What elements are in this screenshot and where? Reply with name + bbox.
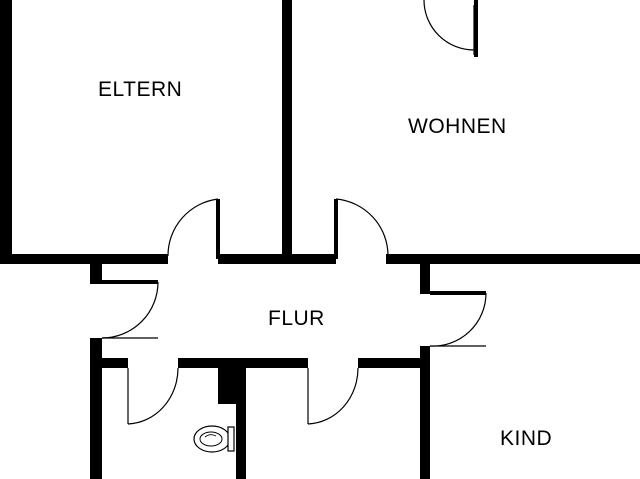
wall-hall-top-right	[386, 254, 640, 264]
door-hall-left	[101, 281, 159, 339]
wall-wc-right	[236, 368, 246, 479]
door-wohnen-top	[423, 0, 475, 55]
door-lower-middle	[307, 367, 359, 425]
wall-hall-top-middle	[218, 254, 336, 264]
room-label-kind: KIND	[500, 427, 553, 450]
wall-wohnen-stub-top	[474, 0, 478, 57]
room-label-eltern: ELTERN	[98, 78, 183, 101]
wall-hall-left-upper	[90, 254, 102, 284]
wall-eltern-wohnen	[282, 0, 292, 264]
doors	[101, 0, 487, 425]
wall-hall-left-stub	[102, 280, 158, 284]
wall-kind-left-upper	[420, 254, 430, 294]
room-label-flur: FLUR	[268, 307, 325, 330]
door-wohnen	[335, 198, 389, 257]
wall-hall-left-lower	[90, 338, 102, 479]
door-eltern	[167, 198, 219, 257]
wall-hall-top-left	[0, 254, 168, 264]
wall-kind-stub	[430, 291, 486, 295]
toilet-icon	[193, 425, 235, 453]
wall-kind-left-lower	[420, 346, 430, 479]
door-kind	[429, 292, 487, 347]
room-label-wohnen: WOHNEN	[408, 115, 507, 138]
wall-wc-shaft	[218, 368, 236, 404]
door-lower-left	[127, 367, 179, 425]
wall-left-eltern	[0, 0, 12, 264]
wall-hall-bottom-2	[178, 358, 308, 368]
wall-hall-bottom-3	[358, 358, 430, 368]
wall-hall-bottom-1	[90, 358, 128, 368]
